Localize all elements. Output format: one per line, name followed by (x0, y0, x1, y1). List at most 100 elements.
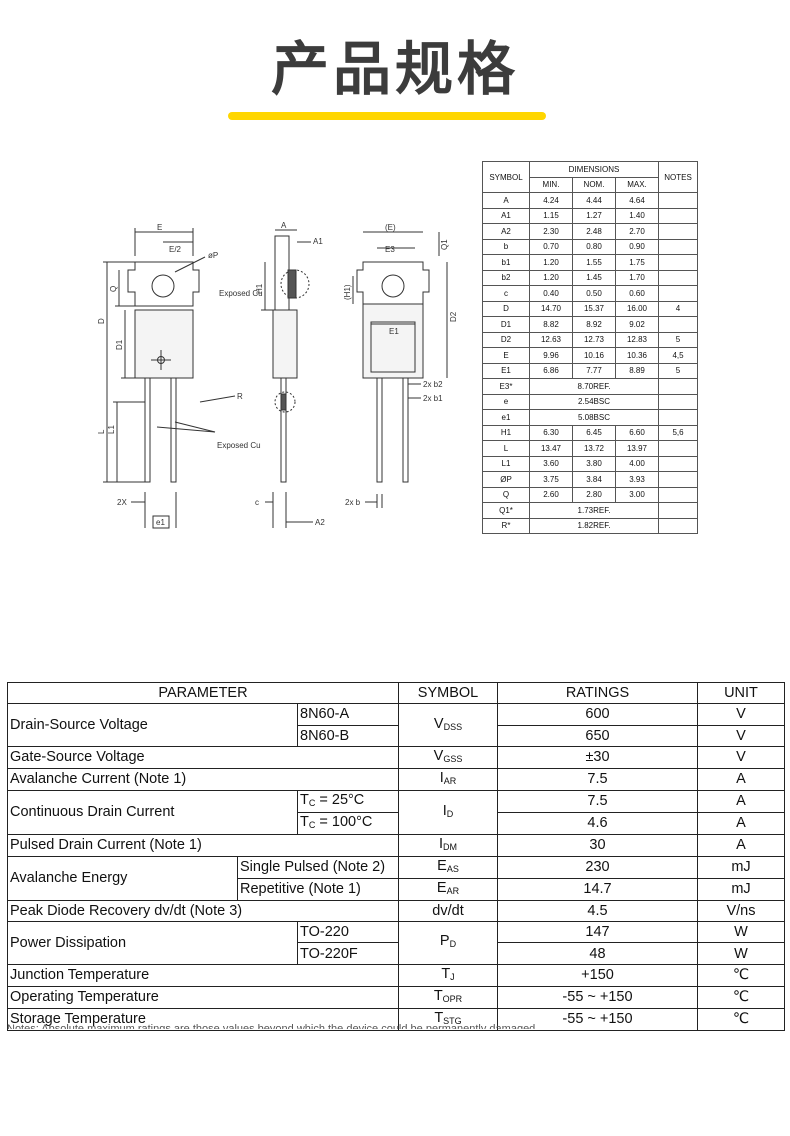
dim-notes-cell (658, 455, 698, 472)
unit-pd-to220: W (697, 921, 785, 944)
dim-ref-cell: 1.73REF. (529, 502, 659, 519)
dim-max-cell: 1.70 (615, 269, 659, 286)
side-lead (280, 377, 287, 483)
dim-symbol-cell: b (482, 238, 530, 255)
rating-dvdt: 4.5 (497, 899, 698, 923)
front-body (134, 309, 194, 379)
back-lead-right (402, 377, 409, 483)
dim-min-cell: 0.40 (529, 285, 573, 302)
table-row: Avalanche Current (Note 1) IAR 7.5 A (7, 767, 785, 791)
dim-notes-cell: 5,6 (658, 424, 698, 441)
label-e1: E1 (389, 327, 399, 336)
rating-ear: 14.7 (497, 877, 698, 901)
dim-notes-cell: 4 (658, 300, 698, 317)
label-e3: E3 (385, 245, 395, 254)
dim-min-cell: 13.47 (529, 440, 573, 457)
unit-vdss-b: V (697, 724, 785, 747)
dim-header-symbol: SYMBOL (482, 161, 530, 193)
dim-max-cell: 13.97 (615, 440, 659, 457)
dim-nom-cell: 7.77 (572, 362, 616, 379)
label-op: øP (208, 251, 218, 260)
dim-max-cell: 9.02 (615, 316, 659, 333)
front-lead-left (144, 377, 151, 483)
dim-nom-cell: 1.45 (572, 269, 616, 286)
dim-notes-cell: 5 (658, 362, 698, 379)
side-cu-zoom-2 (274, 391, 296, 413)
label-2x-b1: 2x b1 (423, 394, 443, 403)
dim-max-cell: 3.00 (615, 486, 659, 503)
label-h1: H1 (255, 283, 264, 294)
dim-notes-cell (658, 254, 698, 271)
mounting-hole (151, 274, 175, 298)
dim-notes-cell (658, 238, 698, 255)
label-e: E (157, 223, 162, 232)
condition-tc-100: TC = 100°C (297, 811, 399, 835)
label-2x-b: 2x b (345, 498, 361, 507)
dim-notes-cell (658, 440, 698, 457)
table-row: Operating Temperature TOPR -55 ~ +150 ℃ (7, 985, 785, 1009)
unit-idm: A (697, 833, 785, 857)
dim-max-cell: 1.40 (615, 207, 659, 224)
dim-notes-cell: 5 (658, 331, 698, 348)
dim-symbol-cell: H1 (482, 424, 530, 441)
dim-symbol-cell: E (482, 347, 530, 364)
label-d2: D2 (449, 311, 458, 322)
dim-symbol-cell: b1 (482, 254, 530, 271)
dim-min-cell: 4.24 (529, 192, 573, 209)
rating-pd-to220: 147 (497, 921, 698, 944)
title-underline (228, 112, 546, 120)
dim-symbol-cell: Q1* (482, 502, 530, 519)
dim-symbol-cell: L (482, 440, 530, 457)
dim-nom-cell: 3.84 (572, 471, 616, 488)
front-lead-right (170, 377, 177, 483)
dim-notes-cell (658, 316, 698, 333)
label-d: D (97, 318, 106, 324)
package-to220f: TO-220F (297, 942, 399, 965)
param-power-dissipation: Power Dissipation (7, 921, 298, 965)
unit-id-25: A (697, 789, 785, 813)
dim-min-cell: 2.30 (529, 223, 573, 240)
symbol-vgss: VGSS (398, 745, 498, 769)
dim-min-cell: 12.63 (529, 331, 573, 348)
param-operating-temp: Operating Temperature (7, 985, 399, 1009)
rating-tstg: -55 ~ +150 (497, 1007, 698, 1031)
unit-id-100: A (697, 811, 785, 835)
dim-nom-cell: 12.73 (572, 331, 616, 348)
rating-pd-to220f: 48 (497, 942, 698, 965)
dim-ref-cell: 8.70REF. (529, 378, 659, 395)
dim-min-cell: 8.82 (529, 316, 573, 333)
side-body (272, 309, 298, 379)
package-outline-drawing: E E/2 øP Exposed Cu Q D D1 L L1 R Expose… (97, 221, 458, 529)
unit-iar: A (697, 767, 785, 791)
front-tab-outline (127, 261, 200, 307)
dim-symbol-cell: D1 (482, 316, 530, 333)
condition-single-pulsed: Single Pulsed (Note 2) (237, 855, 399, 879)
param-peak-diode: Peak Diode Recovery dv/dt (Note 3) (7, 899, 399, 923)
dim-symbol-cell: E3* (482, 378, 530, 395)
param-avalanche-current: Avalanche Current (Note 1) (7, 767, 399, 791)
header-unit: UNIT (697, 681, 785, 705)
dim-max-cell: 1.75 (615, 254, 659, 271)
dim-max-cell: 2.70 (615, 223, 659, 240)
dim-symbol-cell: L1 (482, 455, 530, 472)
label-a: A (281, 221, 287, 230)
symbol-id: ID (398, 789, 498, 835)
dim-symbol-cell: ØP (482, 471, 530, 488)
dim-header-dimensions: DIMENSIONS (529, 161, 659, 178)
label-l: L (97, 429, 106, 434)
table-row: Pulsed Drain Current (Note 1) IDM 30 A (7, 833, 785, 857)
dim-symbol-cell: b2 (482, 269, 530, 286)
dim-notes-cell (658, 192, 698, 209)
table-row: Gate-Source Voltage VGSS ±30 V (7, 745, 785, 769)
dim-header-min: MIN. (529, 176, 573, 193)
unit-eas: mJ (697, 855, 785, 879)
dim-max-cell: 4.00 (615, 455, 659, 472)
label-a1: A1 (313, 237, 323, 246)
dim-max-cell: 4.64 (615, 192, 659, 209)
